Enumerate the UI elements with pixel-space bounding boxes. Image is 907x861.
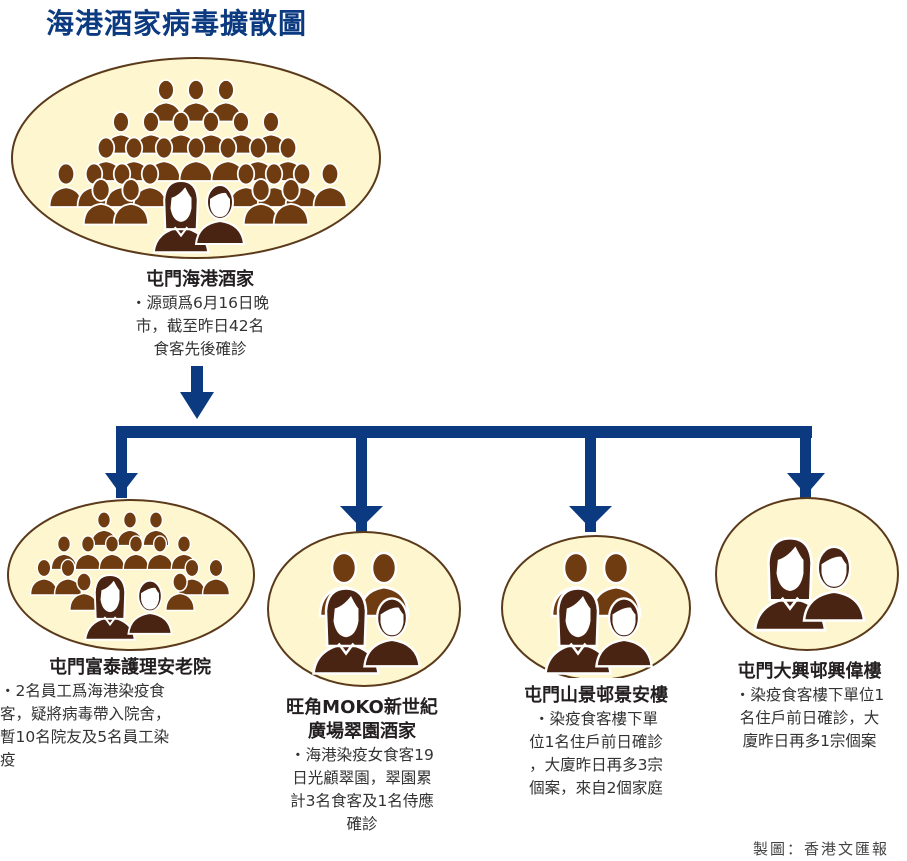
crowd-person-icon: [164, 572, 196, 612]
crowd-person-icon: [178, 136, 214, 182]
branch-4-name: 屯門大興邨興偉樓: [737, 661, 882, 682]
woman-icon: [544, 587, 612, 675]
branch-2-name-line-1: 旺角MOKO新世紀: [286, 697, 438, 718]
branch-bar: [116, 426, 812, 438]
branch-4-shaft: [800, 426, 811, 498]
man-icon: [194, 184, 246, 245]
branch-4-description: ・染疫食客樓下單位1 名住戶前日確診，大 廈昨日再多1宗個案: [734, 686, 885, 750]
page-title: 海港酒家病毒擴散圖: [46, 7, 308, 40]
crowd-person-icon: [201, 558, 231, 596]
branch-1-name: 屯門富泰護理安老院: [49, 657, 211, 678]
source-description: ・源頭爲6月16日晚 市，截至昨日42名 食客先後確診: [130, 294, 270, 358]
four-people-icon: [312, 551, 421, 675]
source-label: 屯門海港酒家 ・源頭爲6月16日晚 市，截至昨日42名 食客先後確診: [100, 268, 300, 361]
branch-2-description: ・海港染疫女食客19 日光顧翠園，翠園累 計3名食客及1名侍應 確診: [290, 746, 434, 833]
crowd-person-icon: [74, 535, 102, 571]
crowd-person-icon: [146, 535, 174, 571]
branch-1-illustration: [7, 499, 255, 651]
branch-3-shaft: [585, 426, 596, 532]
branch-1-shaft: [116, 426, 127, 498]
branch-2-name-line-2: 廣場翠園酒家: [308, 721, 416, 742]
crowd-person-icon: [312, 162, 348, 208]
branch-2-arrow-head: [340, 506, 383, 528]
branch-4-arrow-head: [787, 473, 825, 495]
couple-icon: [753, 536, 866, 632]
branch-3-arrow-head: [569, 506, 612, 528]
man-icon: [595, 597, 653, 668]
source-node-illustration: [11, 57, 381, 259]
four-people-icon: [544, 551, 653, 675]
source-name: 屯門海港酒家: [146, 269, 254, 290]
credit-line: 製圖：香港文匯報: [752, 840, 889, 858]
branch-3-description: ・染疫食客樓下單 位1名住戶前日確診 ，大廈昨日再多3宗 個案，來自2個家庭: [529, 710, 663, 797]
crowd-person-icon: [272, 178, 310, 226]
branch-2-illustration: [267, 531, 461, 687]
crowd-person-icon: [53, 558, 83, 596]
man-icon: [802, 545, 866, 622]
source-arrow-shaft: [191, 366, 203, 392]
branch-3-label: 屯門山景邨景安樓 ・染疫食客樓下單 位1名住戶前日確診 ，大廈昨日再多3宗 個案…: [494, 684, 698, 800]
branch-4-label: 屯門大興邨興偉樓 ・染疫食客樓下單位1 名住戶前日確診，大 廈昨日再多1宗個案: [712, 660, 907, 753]
large-crowd-icon: [48, 79, 348, 254]
branch-3-illustration: [501, 535, 691, 678]
man-icon: [363, 597, 421, 668]
branch-4-illustration: [715, 497, 899, 651]
man-icon: [127, 579, 173, 635]
woman-icon: [152, 179, 210, 254]
branch-1-label: 屯門富泰護理安老院 ・2名員工爲海港染疫食 客，疑將病毒帶入院舍， 暫10名院友…: [0, 656, 260, 772]
crowd-person-icon: [112, 178, 150, 226]
branch-2-shaft: [356, 426, 367, 532]
source-arrow-head: [180, 392, 214, 419]
branch-3-name: 屯門山景邨景安樓: [524, 685, 668, 706]
branch-2-label: 旺角MOKO新世紀 廣場翠園酒家 ・海港染疫女食客19 日光顧翠園，翠園累 計3…: [262, 696, 462, 836]
crowd-person-icon: [90, 511, 118, 547]
branch-1-arrow-head: [105, 473, 138, 495]
branch-1-description: ・2名員工爲海港染疫食 客，疑將病毒帶入院舍， 暫10名院友及5名員工染 疫: [0, 682, 171, 769]
woman-icon: [312, 587, 380, 675]
crowd-icon: [29, 511, 231, 641]
